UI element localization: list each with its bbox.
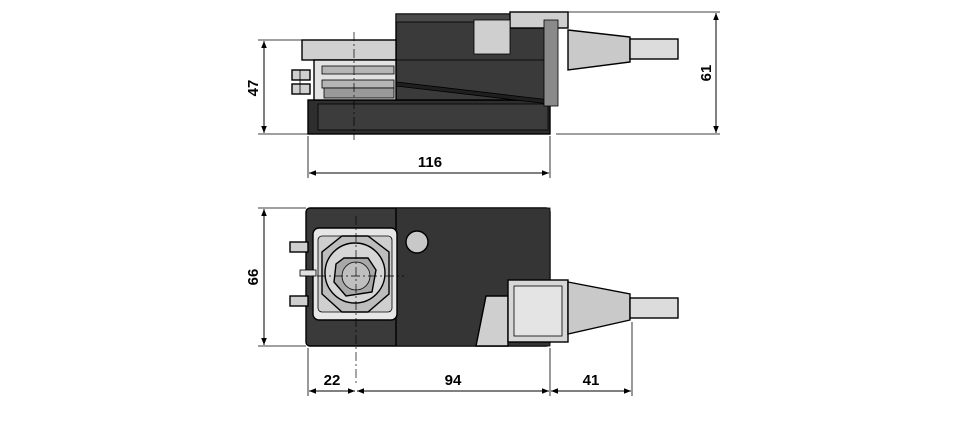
side-connector-cap (509, 11, 569, 29)
top-bolt (289, 241, 309, 253)
top-cable (629, 297, 679, 319)
dim-body-to-cable: 94 (445, 372, 462, 389)
side-cable (629, 38, 679, 60)
side-bolt (291, 83, 311, 95)
dim-length: 116 (418, 154, 442, 171)
dim-side-height: 47 (245, 80, 262, 97)
dim-shaft-offset: 22 (324, 372, 341, 389)
top-connector-wedge (475, 295, 509, 347)
top-indicator-circle (405, 230, 429, 254)
dim-top-height: 66 (245, 269, 262, 286)
side-bolt (291, 69, 311, 81)
top-view: 66 22 94 41 (245, 207, 679, 396)
side-view: 47 61 116 (245, 11, 720, 178)
dim-cable-length: 41 (583, 372, 600, 389)
top-bolt (289, 295, 309, 307)
side-clamp-bracket (301, 39, 397, 61)
side-cable-strain-relief (567, 29, 631, 71)
top-cable-strain-relief (567, 281, 631, 335)
dim-total-height: 61 (698, 65, 715, 82)
